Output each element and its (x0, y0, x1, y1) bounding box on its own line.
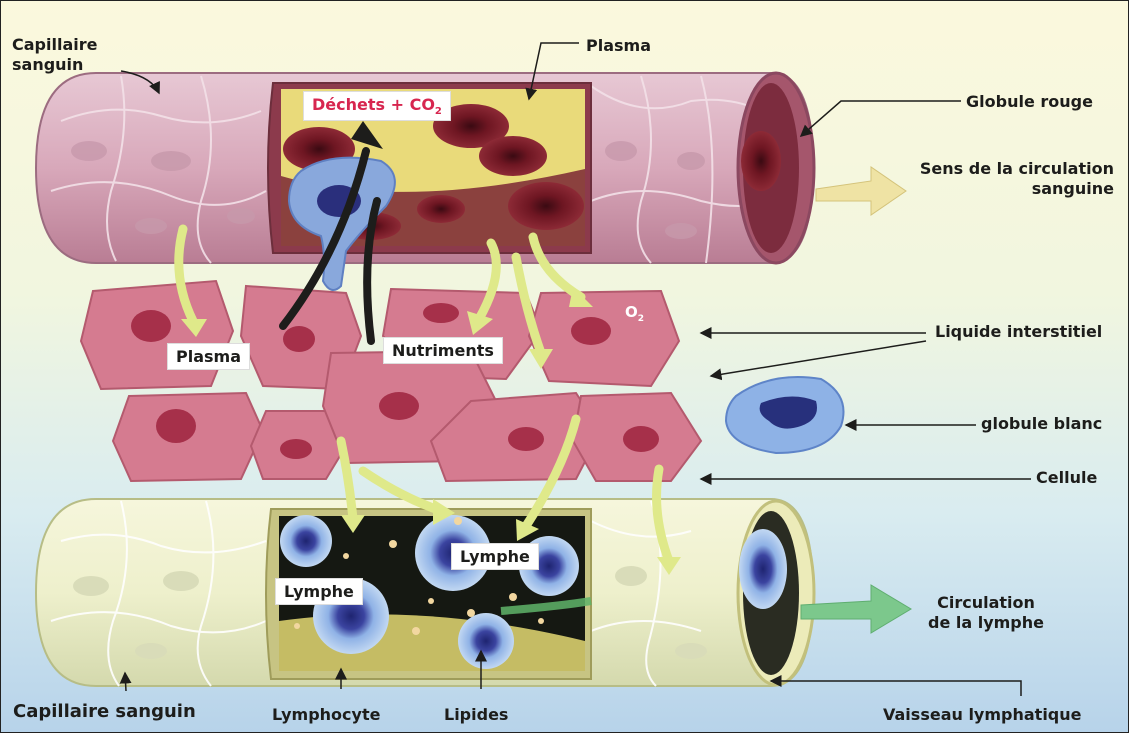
label-plasma-top: Plasma (586, 36, 651, 56)
label-capillaire-sanguin-bottom: Capillaire sanguin (13, 701, 196, 724)
tissue-cells (81, 281, 701, 481)
label-lymphocyte: Lymphocyte (272, 705, 380, 725)
label-plasma-box: Plasma (167, 343, 250, 370)
label-nutriments: Nutriments (383, 337, 503, 364)
label-circulation-lymphe: Circulation de la lymphe (926, 593, 1046, 633)
label-lipides: Lipides (444, 705, 508, 725)
red-blood-cell (741, 131, 781, 191)
label-capillaire-sanguin-top: Capillaire sanguin (12, 35, 107, 75)
label-globule-blanc: globule blanc (981, 414, 1102, 434)
lymphatic-vessel (36, 499, 814, 686)
label-sens-circulation: Sens de la circulation sanguine (906, 159, 1114, 199)
label-vaisseau-lymphatique: Vaisseau lymphatique (883, 705, 1082, 725)
label-dechets-co2: Déchets + CO2 (303, 91, 451, 121)
label-lymphe-right: Lymphe (451, 543, 539, 570)
label-o2: O2 (625, 303, 644, 324)
label-globule-rouge: Globule rouge (966, 92, 1093, 112)
label-lymphe-left: Lymphe (275, 578, 363, 605)
label-cellule: Cellule (1036, 468, 1097, 488)
label-liquide-interstitiel: Liquide interstitiel (935, 322, 1102, 342)
